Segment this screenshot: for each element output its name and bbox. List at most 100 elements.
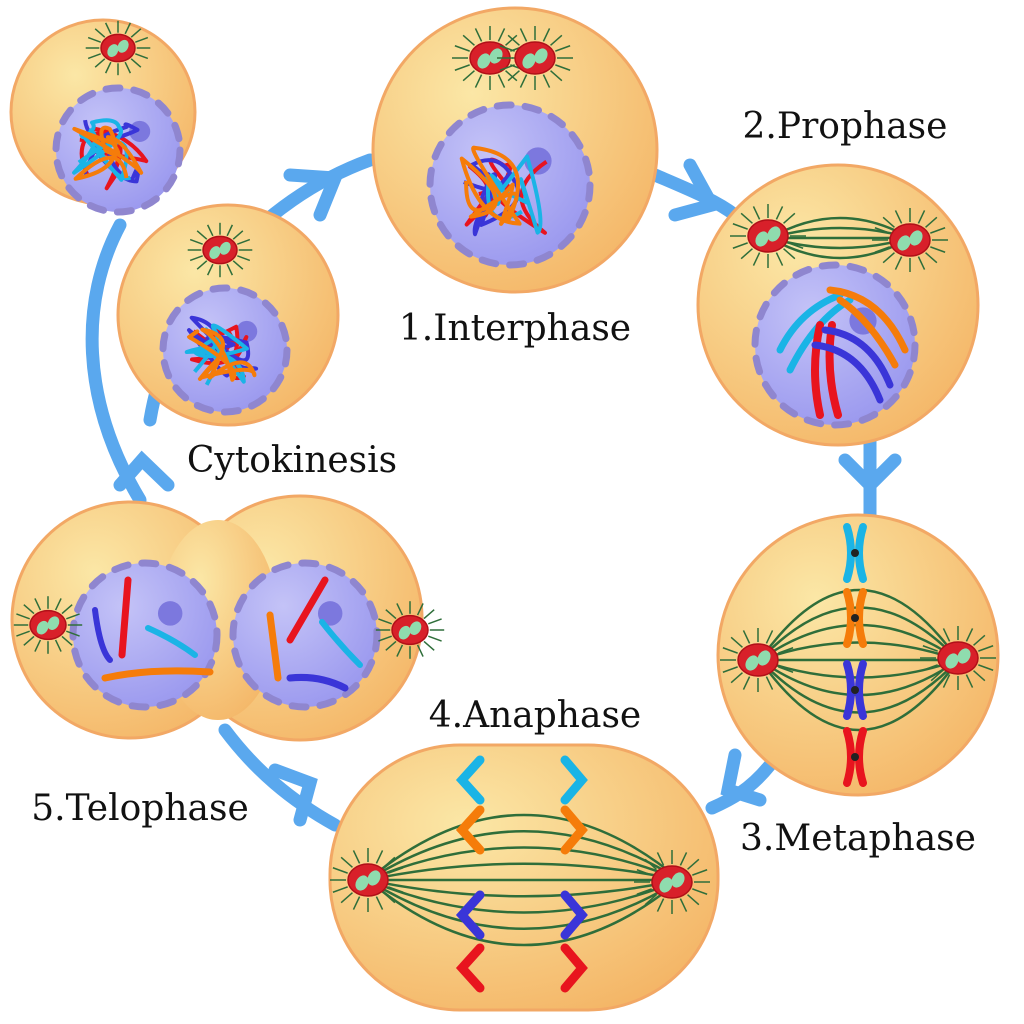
aster-rays bbox=[13, 596, 83, 654]
centriole bbox=[757, 650, 771, 666]
nuclear-envelope bbox=[229, 559, 381, 711]
aster-rays bbox=[375, 601, 445, 659]
arrow-chevron bbox=[720, 748, 767, 807]
aster-ray bbox=[104, 61, 112, 74]
chromosome bbox=[560, 943, 588, 993]
aster-ray bbox=[34, 639, 42, 652]
aster-ray bbox=[454, 45, 470, 52]
centriole bbox=[219, 241, 231, 255]
aster-ray bbox=[61, 635, 73, 646]
aster-rays bbox=[730, 204, 806, 268]
aster-ray bbox=[775, 206, 784, 220]
centriole bbox=[367, 870, 381, 886]
cell-daughter-bottom bbox=[116, 203, 340, 427]
aster-ray bbox=[788, 223, 804, 230]
aster-ray bbox=[462, 34, 475, 46]
aster-ray bbox=[385, 609, 397, 620]
nucleolus bbox=[317, 601, 343, 626]
aster-ray bbox=[925, 216, 938, 228]
aster-ray bbox=[930, 670, 943, 682]
aster-ray bbox=[874, 246, 890, 253]
chromatin-strand bbox=[186, 327, 257, 382]
aster-ray bbox=[396, 603, 404, 616]
aster-ray bbox=[687, 894, 700, 906]
nuclear-envelope bbox=[426, 101, 594, 269]
centriole bbox=[355, 875, 369, 891]
aster-ray bbox=[104, 22, 112, 35]
cell-telophase bbox=[10, 494, 445, 742]
aster-ray bbox=[965, 674, 974, 688]
aster-ray bbox=[930, 246, 946, 253]
aster-ray bbox=[894, 256, 903, 270]
aster-ray bbox=[474, 74, 483, 88]
chromosome bbox=[455, 890, 485, 940]
aster-ray bbox=[499, 64, 515, 71]
aster-ray bbox=[942, 674, 951, 688]
aster-ray bbox=[385, 640, 397, 651]
chromosome bbox=[826, 286, 909, 354]
cell-interphase bbox=[371, 6, 659, 294]
aster-ray bbox=[206, 224, 214, 237]
cell-metaphase bbox=[716, 513, 1000, 797]
aster-ray bbox=[87, 53, 101, 60]
aster-ray bbox=[550, 70, 563, 82]
centriole bbox=[489, 48, 503, 64]
aster-ray bbox=[474, 28, 483, 42]
aster-ray bbox=[917, 210, 926, 224]
aster-ray bbox=[462, 70, 475, 82]
aster-ray bbox=[778, 647, 794, 654]
chromosome bbox=[319, 619, 363, 668]
centriole bbox=[897, 235, 911, 251]
centromere bbox=[851, 549, 859, 557]
aster-ray bbox=[765, 676, 774, 690]
aster-ray bbox=[352, 850, 361, 864]
aster-ray bbox=[917, 256, 926, 270]
chromatid bbox=[855, 727, 867, 787]
aster-ray bbox=[542, 28, 551, 42]
aster-ray bbox=[124, 22, 132, 35]
chromatid bbox=[843, 588, 855, 648]
aster-ray bbox=[788, 242, 804, 249]
aster-ray bbox=[497, 74, 506, 88]
aster-ray bbox=[189, 255, 203, 262]
aster-ray bbox=[550, 34, 563, 46]
aster-ray bbox=[54, 598, 62, 611]
aster-ray bbox=[930, 634, 943, 646]
aster-ray bbox=[519, 28, 528, 42]
chromosome bbox=[836, 296, 899, 369]
aster-ray bbox=[497, 28, 506, 42]
aster-ray bbox=[87, 36, 101, 43]
label-anaphase: 4.Anaphase bbox=[429, 695, 641, 736]
chromosome bbox=[286, 576, 329, 644]
aster-ray bbox=[226, 263, 234, 276]
chromosome bbox=[286, 674, 349, 692]
aster-ray bbox=[130, 58, 142, 68]
aster-ray bbox=[973, 634, 986, 646]
aster-ray bbox=[942, 628, 951, 642]
aster-ray bbox=[499, 45, 515, 52]
chromosome bbox=[560, 805, 588, 855]
cell-daughter-top bbox=[9, 18, 197, 216]
aster-ray bbox=[375, 896, 384, 910]
aster-ray bbox=[416, 644, 424, 657]
aster-ray bbox=[507, 34, 520, 46]
aster-ray bbox=[644, 894, 657, 906]
centriole bbox=[47, 616, 60, 630]
chromosome bbox=[811, 341, 884, 404]
aster-ray bbox=[722, 647, 738, 654]
aster-ray bbox=[930, 227, 946, 234]
aster-ray bbox=[237, 255, 251, 262]
aster-ray bbox=[232, 260, 244, 270]
chromosome bbox=[821, 326, 894, 389]
aster-ray bbox=[732, 242, 748, 249]
aster-ray bbox=[894, 210, 903, 224]
aster-ray bbox=[388, 886, 404, 893]
chromosome bbox=[145, 625, 198, 658]
aster-rays bbox=[187, 222, 253, 278]
aster-ray bbox=[378, 618, 392, 625]
aster-ray bbox=[740, 248, 753, 260]
cell-anaphase bbox=[328, 743, 720, 1012]
chromosome bbox=[455, 805, 485, 855]
aster-ray bbox=[687, 858, 700, 870]
